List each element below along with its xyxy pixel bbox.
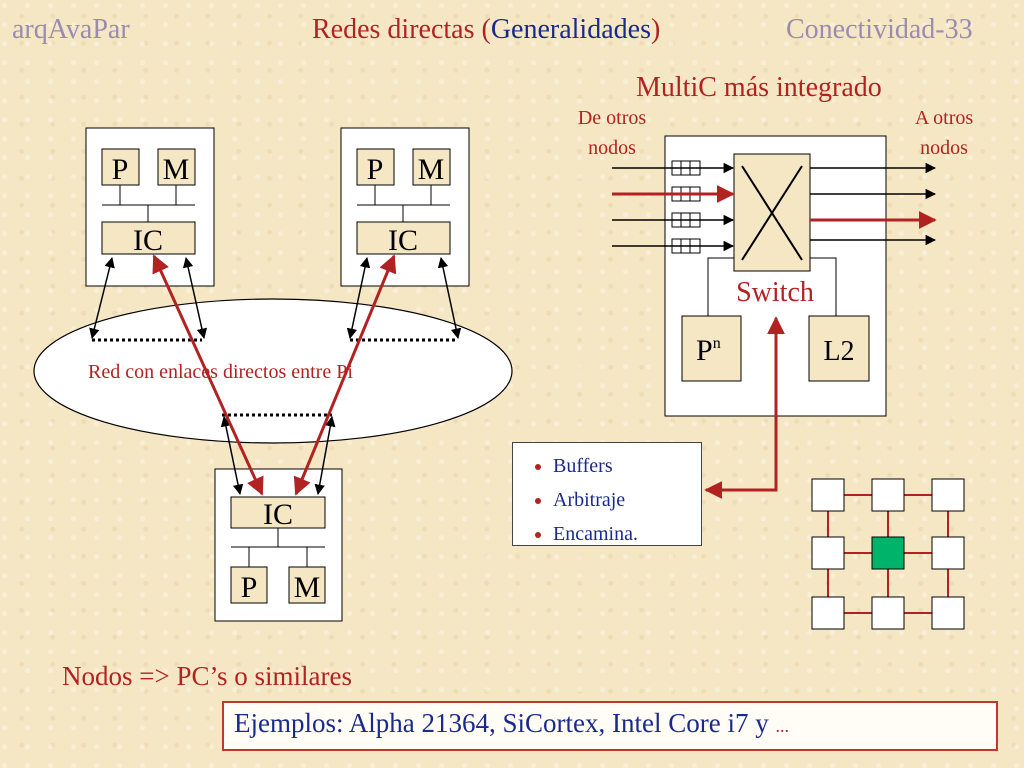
output-caption-line2: nodos xyxy=(920,137,968,159)
switch-panel xyxy=(612,135,937,417)
footer-examples: Ejemplos: Alpha 21364, SiCortex, Intel C… xyxy=(222,701,998,751)
buffer-list-box: Buffers Arbitraje Encamina. xyxy=(512,442,702,546)
l2-label: L2 xyxy=(823,336,854,367)
node-2-m-label: M xyxy=(418,153,445,186)
node-1-ic-label: IC xyxy=(133,224,163,257)
output-caption: A otros nodos xyxy=(884,103,1004,163)
node-2-p-box xyxy=(356,148,395,186)
header-title-suffix: ) xyxy=(650,14,661,45)
buffer-list: Buffers Arbitraje Encamina. xyxy=(513,449,701,551)
node-3-p-label: P xyxy=(241,571,258,604)
node-1-m-box xyxy=(157,148,196,186)
node-2-ic-label: IC xyxy=(388,224,418,257)
network-label: Red con enlaces directos entre Pi xyxy=(88,361,353,383)
l2-box xyxy=(808,315,870,382)
node-2 xyxy=(340,127,470,287)
buffer-item: Encamina. xyxy=(553,517,701,551)
node-3 xyxy=(214,468,343,622)
node-1-m-label: M xyxy=(163,153,190,186)
footer-nodes: Nodos => PC’s o similares xyxy=(62,661,352,691)
node-3-m-label: M xyxy=(294,571,321,604)
node-3-ic-box xyxy=(230,496,326,529)
node-3-m-box xyxy=(288,566,326,604)
node-1-p-label: P xyxy=(112,153,129,186)
input-caption-line1: De otros xyxy=(577,107,647,129)
node-1-p-box xyxy=(101,148,140,186)
header-title-gen: Generalidades xyxy=(490,14,651,45)
header-left: arqAvaPar xyxy=(12,14,130,45)
header-title-prefix: Redes directas ( xyxy=(312,14,491,45)
pn-label: Pn xyxy=(696,334,721,367)
input-caption: De otros nodos xyxy=(552,103,672,163)
footer-examples-text: Ejemplos: Alpha 21364, SiCortex, Intel C… xyxy=(234,708,776,738)
subtitle: MultiC más integrado xyxy=(636,72,882,103)
output-caption-line1: A otros xyxy=(914,107,974,129)
mesh-highlight-node xyxy=(871,536,905,570)
node-2-ic-box xyxy=(356,221,451,255)
switch-label: Switch xyxy=(736,277,814,308)
node-2-m-box xyxy=(412,148,451,186)
footer-examples-ellipsis: ... xyxy=(775,716,789,736)
input-caption-line2: nodos xyxy=(588,137,636,159)
mesh-grid xyxy=(811,478,965,630)
buffer-item: Arbitraje xyxy=(553,483,701,517)
node-1 xyxy=(85,127,215,287)
header-title: Redes directas (Generalidades) xyxy=(312,14,660,46)
header-right: Conectividad-33 xyxy=(786,14,973,45)
node-1-ic-box xyxy=(101,221,196,255)
node-2-p-label: P xyxy=(367,153,384,186)
node-3-ic-label: IC xyxy=(263,498,293,531)
node-3-p-box xyxy=(230,566,268,604)
buffer-item: Buffers xyxy=(553,449,701,483)
